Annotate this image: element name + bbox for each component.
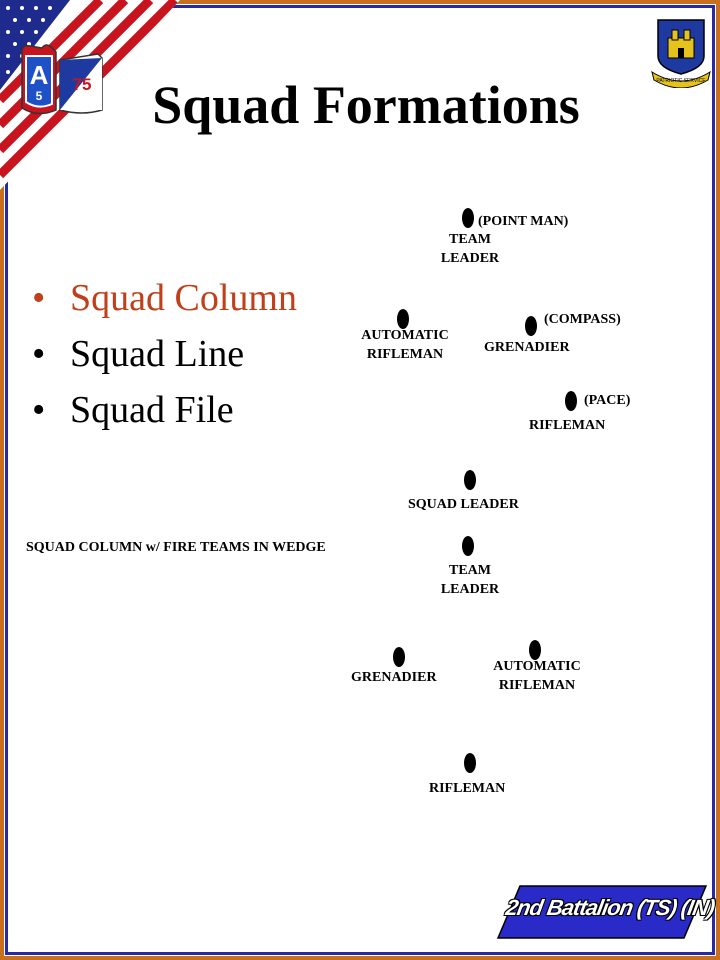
grenadier-2-label: GRENADIER bbox=[351, 670, 437, 685]
rifleman-2-label: RIFLEMAN bbox=[429, 781, 506, 796]
rifleman-2-marker bbox=[464, 753, 476, 773]
bullet-dot-icon: • bbox=[32, 389, 46, 431]
bullet-text: Squad Column bbox=[70, 277, 297, 319]
battalion-banner-text: 2nd Battalion (TS) (IN) bbox=[503, 895, 717, 920]
bullet-text: Squad Line bbox=[70, 333, 245, 375]
automatic-rifleman-1-line-1: AUTOMATIC bbox=[361, 328, 449, 343]
team-leader-1-line-1: TEAM bbox=[449, 232, 491, 247]
crest-motto: PATRIOTIC SERVICE bbox=[656, 78, 706, 84]
patch-digits: 75 bbox=[73, 75, 92, 94]
bullet-squad-column: • Squad Column bbox=[30, 270, 297, 326]
bullet-squad-line: • Squad Line bbox=[30, 326, 297, 382]
patch-letter: A bbox=[30, 60, 49, 90]
unit-patch-icon: A 5 75 bbox=[21, 44, 103, 115]
battalion-banner bbox=[496, 885, 708, 939]
bullet-text: Squad File bbox=[70, 389, 234, 431]
squad-leader-label: SQUAD LEADER bbox=[408, 497, 519, 512]
automatic-rifleman-2-marker bbox=[529, 640, 541, 660]
team-leader-1-line-2: LEADER bbox=[440, 251, 500, 266]
slide-title: Squad Formations bbox=[152, 75, 580, 135]
formation-caption: SQUAD COLUMN w/ FIRE TEAMS IN WEDGE bbox=[26, 540, 326, 555]
automatic-rifleman-1-marker bbox=[397, 309, 409, 329]
rifleman-1-marker bbox=[565, 391, 577, 411]
pace-note: (PACE) bbox=[584, 393, 631, 408]
bullet-list: • Squad Column • Squad Line • Squad File bbox=[30, 270, 297, 438]
team-leader-2-marker bbox=[462, 536, 474, 556]
automatic-rifleman-2-label: AUTOMATIC RIFLEMAN bbox=[486, 657, 588, 695]
team-leader-1-marker bbox=[462, 208, 474, 228]
grenadier-2-marker bbox=[393, 647, 405, 667]
battalion-crest-icon: PATRIOTIC SERVICE bbox=[651, 19, 711, 88]
team-leader-2-label: TEAM LEADER bbox=[430, 561, 510, 599]
automatic-rifleman-2-line-1: AUTOMATIC bbox=[493, 659, 581, 674]
automatic-rifleman-2-line-2: RIFLEMAN bbox=[498, 678, 576, 693]
point-man-note: (POINT MAN) bbox=[478, 214, 569, 229]
automatic-rifleman-1-line-2: RIFLEMAN bbox=[366, 347, 444, 362]
automatic-rifleman-1-label: AUTOMATIC RIFLEMAN bbox=[354, 326, 456, 364]
bullet-squad-file: • Squad File bbox=[30, 382, 297, 438]
compass-note: (COMPASS) bbox=[544, 312, 621, 327]
patch-number: 5 bbox=[36, 89, 43, 103]
grenadier-1-label: GRENADIER bbox=[484, 340, 570, 355]
team-leader-1-label: TEAM LEADER bbox=[430, 230, 510, 268]
team-leader-2-line-1: TEAM bbox=[449, 563, 491, 578]
slide-frame-inner bbox=[5, 5, 715, 955]
team-leader-2-line-2: LEADER bbox=[440, 582, 500, 597]
grenadier-1-marker bbox=[525, 316, 537, 336]
rifleman-1-label: RIFLEMAN bbox=[529, 418, 606, 433]
squad-leader-marker bbox=[464, 470, 476, 490]
bullet-dot-icon: • bbox=[32, 333, 46, 375]
bullet-dot-icon: • bbox=[32, 277, 46, 319]
